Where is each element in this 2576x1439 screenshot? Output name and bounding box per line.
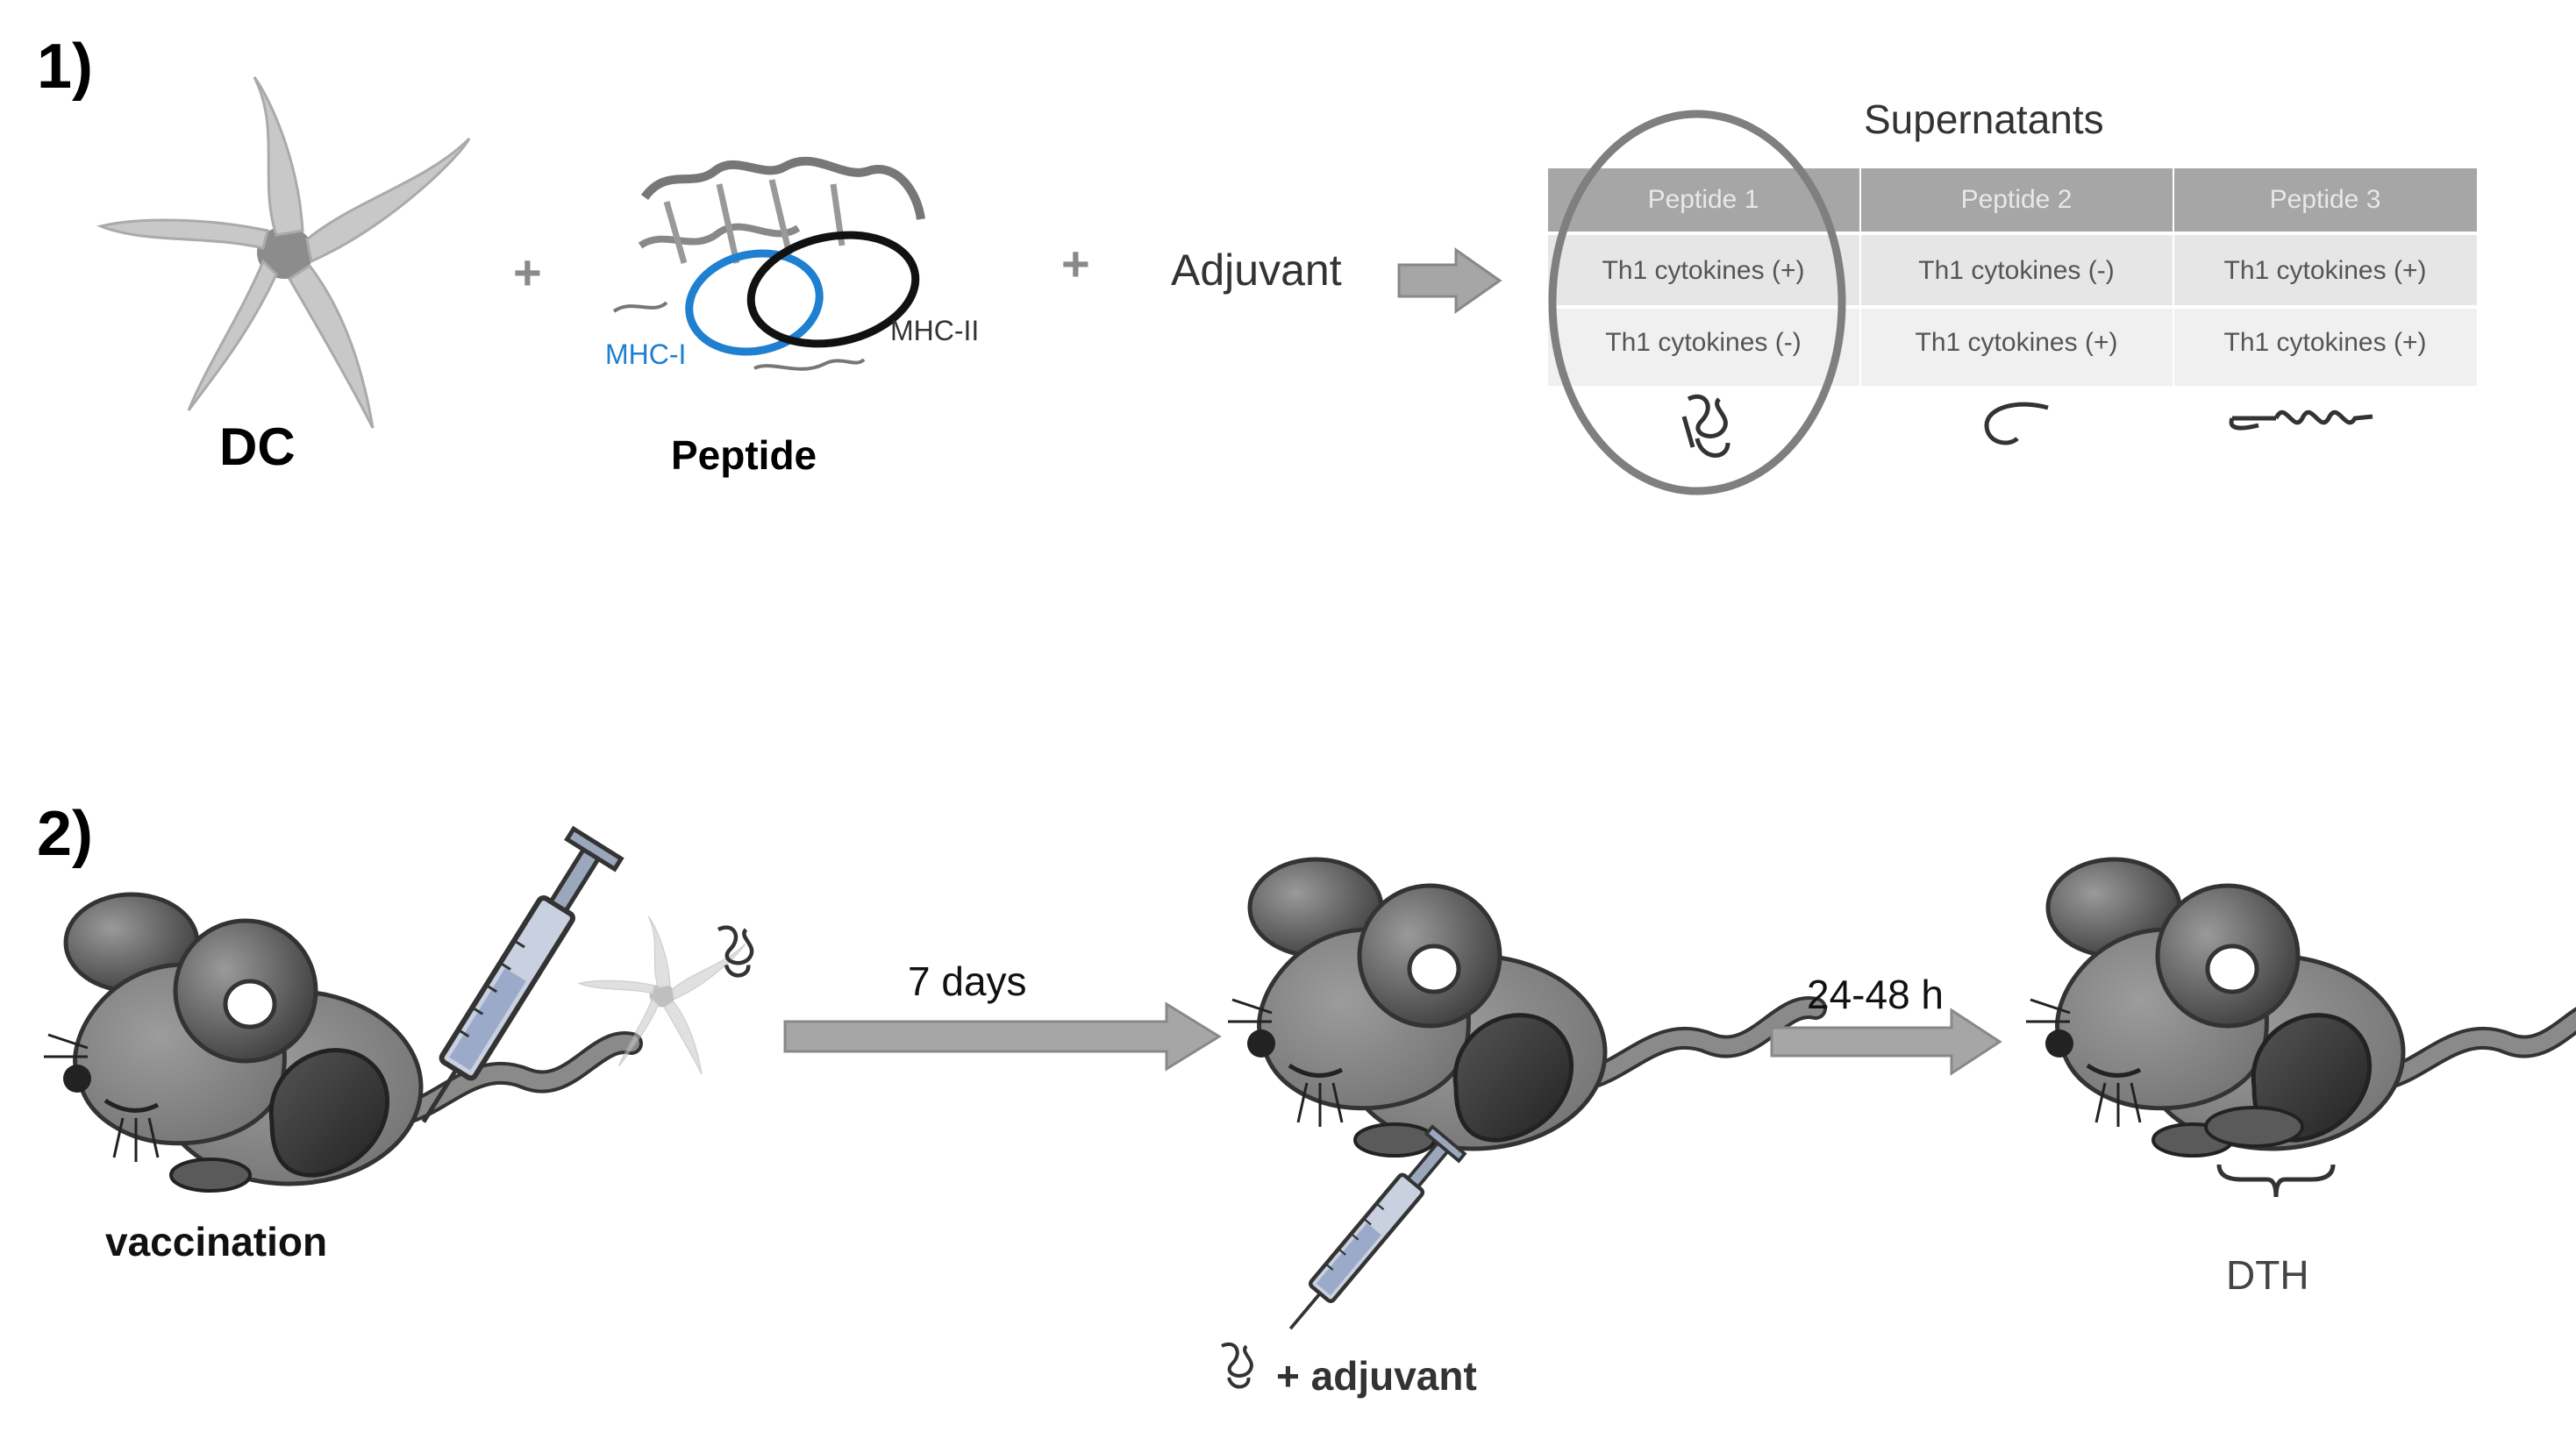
peptide-small-icon-1: [717, 925, 754, 978]
peptide-1-highlight-circle: [1548, 110, 1846, 495]
table-header-2: Peptide 2: [1961, 185, 2073, 214]
table-row2-bg-1: [1548, 309, 1859, 386]
dc-label: DC: [219, 417, 296, 476]
panel1-number: 1): [37, 32, 93, 102]
arrow-7-days: [783, 1001, 1222, 1072]
supernatants-table: Peptide 1 Peptide 2 Peptide 3 Th1 cytoki…: [1548, 168, 2477, 386]
mouse-challenge-icon: [1228, 859, 1816, 1156]
table-header-3: Peptide 3: [2270, 185, 2381, 214]
mouse-dth-icon: [2026, 859, 2576, 1156]
arrow-to-supernatants: [1397, 247, 1502, 314]
table-row2-bg-3: [2174, 309, 2477, 386]
peptide-1-structure-icon: [1681, 394, 1730, 458]
table-cell-r2c1: Th1 cytokines (-): [1605, 328, 1801, 357]
table-row2-bg-2: [1861, 309, 2173, 386]
supernatants-title: Supernatants: [1864, 96, 2104, 142]
table-header-1: Peptide 1: [1648, 185, 1759, 214]
mhc-ii-label: MHC-II: [890, 315, 979, 346]
peptide-2-structure-icon: [1984, 402, 2049, 445]
swollen-footpad-icon: [2204, 1106, 2304, 1148]
mhc-i-label: MHC-I: [605, 338, 686, 370]
peptide-small-icon-2: [1221, 1343, 1253, 1389]
table-cell-r1c1: Th1 cytokines (+): [1602, 256, 1805, 285]
dth-label: DTH: [2226, 1252, 2309, 1298]
interval-24-48-h-label: 24-48 h: [1807, 972, 1944, 1017]
table-header-bg-2: [1861, 168, 2173, 232]
peptide-3-structure-icon: [2229, 410, 2373, 431]
table-row1-bg-1: [1548, 235, 1859, 305]
adjuvant-label: Adjuvant: [1171, 246, 1342, 295]
plus-sign-1: +: [513, 245, 542, 300]
plus-sign-2: +: [1061, 236, 1090, 291]
dth-bracket-icon: [2216, 1164, 2336, 1198]
table-cell-r2c2: Th1 cytokines (+): [1916, 328, 2118, 357]
table-header-bg-3: [2174, 168, 2477, 232]
table-cell-r2c3: Th1 cytokines (+): [2224, 328, 2427, 357]
peptide-mhc-structure-icon: [612, 156, 925, 371]
peptide-label: Peptide: [671, 432, 817, 478]
challenge-adjuvant-label: + adjuvant: [1276, 1353, 1477, 1399]
panel2-number: 2): [37, 799, 93, 869]
dendritic-cell-icon: [99, 75, 471, 430]
arrow-24-48-h: [1770, 1008, 2002, 1076]
vaccination-label: vaccination: [105, 1219, 327, 1264]
syringe-challenge-icon: [1274, 1127, 1465, 1343]
table-cell-r1c2: Th1 cytokines (-): [1918, 256, 2114, 285]
table-row1-bg-2: [1861, 235, 2173, 305]
interval-7-days-label: 7 days: [908, 958, 1027, 1004]
table-row1-bg-3: [2174, 235, 2477, 305]
table-cell-r1c3: Th1 cytokines (+): [2224, 256, 2427, 285]
